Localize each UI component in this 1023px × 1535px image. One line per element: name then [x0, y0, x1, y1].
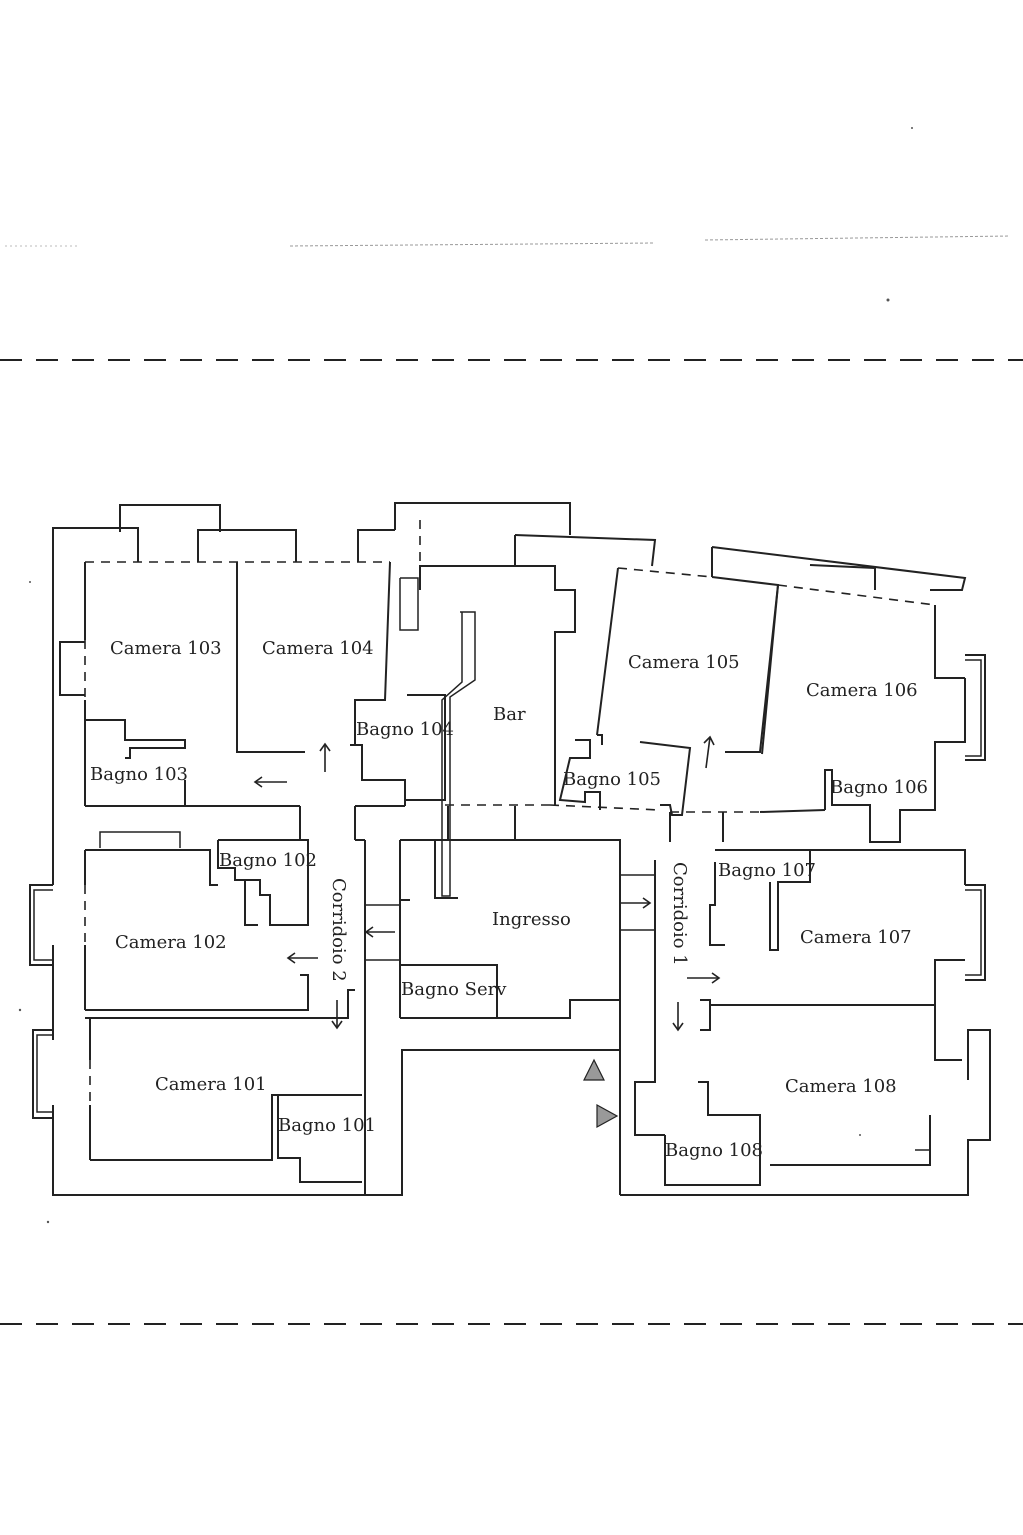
arrow-down-camera108: [672, 1002, 684, 1032]
label-bagno-102: Bagno 102: [219, 850, 317, 871]
label-camera-104: Camera 104: [262, 638, 374, 659]
entrance-marker-triangle-up: [583, 1058, 605, 1081]
label-camera-103: Camera 103: [110, 638, 222, 659]
label-camera-105: Camera 105: [628, 652, 740, 673]
label-bagno-105: Bagno 105: [563, 769, 661, 790]
arrow-right-camera107: [687, 972, 721, 984]
arrow-left-camera102: [286, 952, 318, 964]
label-bagno-104: Bagno 104: [356, 719, 454, 740]
left-wing-walls: [29, 504, 621, 1196]
label-corridoio-1: Corridoio 1: [669, 862, 690, 966]
label-bagno-serv: Bagno Serv: [401, 979, 507, 1000]
arrow-up-camera104: [319, 742, 331, 772]
arrow-left-corridoio2: [364, 926, 395, 938]
center-walls: [365, 502, 657, 1019]
label-bagno-101: Bagno 101: [278, 1115, 376, 1136]
label-camera-108: Camera 108: [785, 1076, 897, 1097]
arrow-right-corridoio1: [620, 897, 652, 909]
label-bagno-108: Bagno 108: [665, 1140, 763, 1161]
label-bar: Bar: [493, 704, 526, 725]
arrow-up-camera105: [703, 735, 715, 769]
arrow-down-camera101: [331, 1000, 343, 1030]
label-camera-106: Camera 106: [806, 680, 918, 701]
label-camera-101: Camera 101: [155, 1074, 267, 1095]
right-wing-walls: [549, 546, 991, 1196]
label-bagno-106: Bagno 106: [830, 777, 928, 798]
scan-artifacts: [5, 127, 1011, 1224]
label-camera-102: Camera 102: [115, 932, 227, 953]
label-bagno-103: Bagno 103: [90, 764, 188, 785]
label-bagno-107: Bagno 107: [718, 860, 816, 881]
label-camera-107: Camera 107: [800, 927, 912, 948]
entrance-marker-triangle-right: [596, 1103, 619, 1129]
arrow-left-camera103: [253, 776, 287, 788]
label-corridoio-2: Corridoio 2: [328, 878, 349, 982]
direction-arrows: [253, 735, 721, 1032]
label-ingresso: Ingresso: [492, 909, 571, 930]
